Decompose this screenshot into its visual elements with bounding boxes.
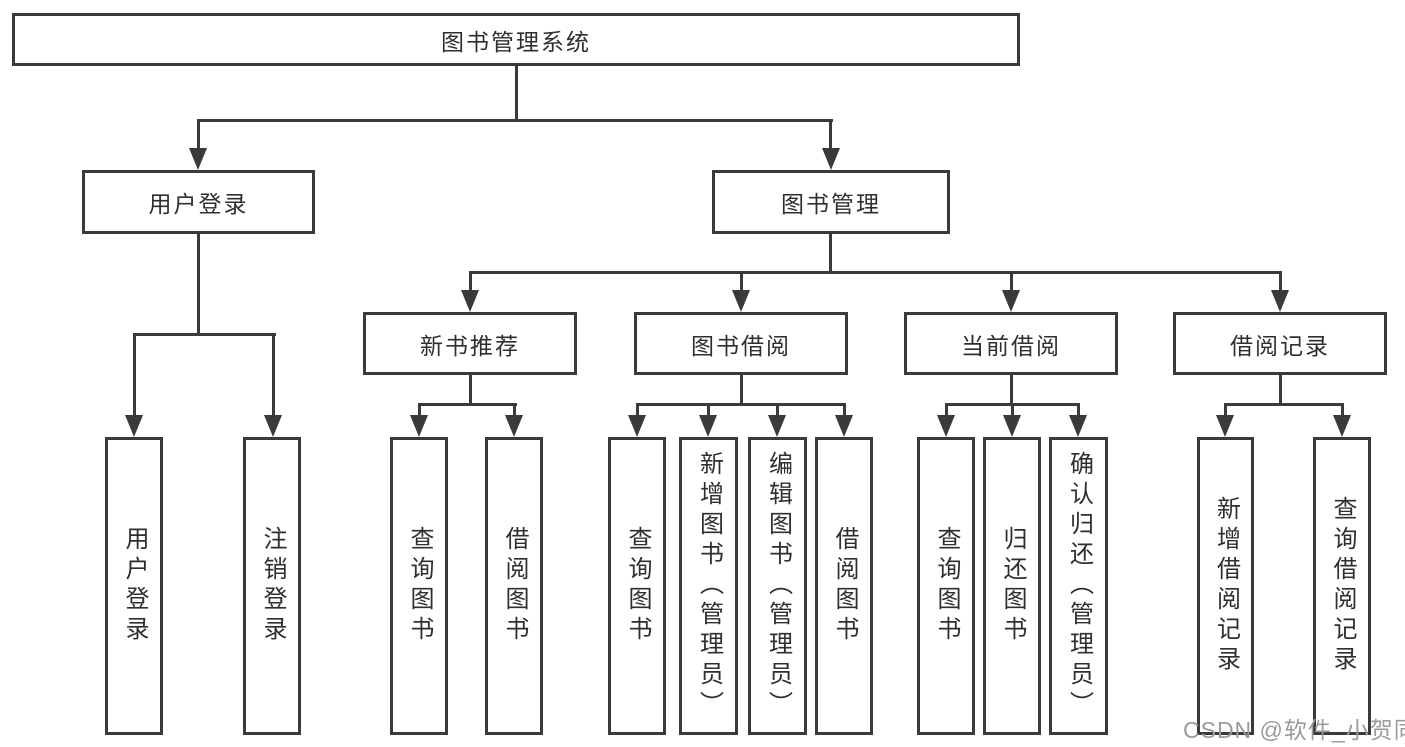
leaf-confirm-return-admin: 确认归还（管理员） [1049,437,1108,735]
connector-new-book-stem [469,375,472,406]
node-book-borrowing: 图书借阅 [634,312,848,375]
arrow-down-icon [189,148,207,170]
arrow-down-icon [264,415,282,437]
connector-leaf-drop [272,333,275,417]
arrow-down-icon [505,415,523,437]
connector-current-borrow-stem [1010,375,1013,406]
arrow-down-icon [699,415,717,437]
connector-root-rail [197,119,833,122]
connector-book-borrow-rail [636,403,846,406]
connector-book-borrow-stem [740,375,743,406]
node-library-management-system: 图书管理系统 [12,13,1020,66]
arrow-down-icon [1002,290,1020,312]
connector-leaf-drop [945,403,948,417]
connector-book-mgmt-drop [829,119,832,150]
connector-leaf-drop [707,403,710,417]
connector-book-mgmt-rail [469,271,1282,274]
leaf-add-book-admin: 新增图书（管理员） [679,437,738,735]
connector-l3-drop [469,271,472,292]
connector-borrow-records-stem [1279,375,1282,406]
connector-leaf-drop [1077,403,1080,417]
connector-l3-drop [1279,271,1282,292]
csdn-watermark: CSDN @软件_小贺同学 [1183,717,1405,743]
arrow-down-icon [937,415,955,437]
connector-leaf-drop [513,403,516,417]
leaf-query-books: 查询图书 [917,437,975,735]
arrow-down-icon [1271,290,1289,312]
leaf-query-books: 查询图书 [390,437,448,735]
leaf-borrow-books: 借阅图书 [815,437,873,735]
connector-leaf-drop [1341,403,1344,417]
connector-user-login-rail [133,333,276,336]
arrow-down-icon [835,415,853,437]
connector-book-mgmt-stem [829,234,832,274]
arrow-down-icon [1003,415,1021,437]
arrow-down-icon [461,290,479,312]
node-user-login: 用户登录 [82,170,315,234]
arrow-down-icon [1333,415,1351,437]
arrow-down-icon [768,415,786,437]
connector-leaf-drop [776,403,779,417]
leaf-edit-book-admin: 编辑图书（管理员） [748,437,807,735]
arrow-down-icon [732,290,750,312]
arrow-down-icon [125,415,143,437]
connector-borrow-records-rail [1224,403,1344,406]
connector-leaf-drop [133,333,136,417]
connector-new-book-rail [418,403,517,406]
node-book-management: 图书管理 [712,170,950,234]
node-current-borrowing: 当前借阅 [904,312,1118,375]
connector-leaf-drop [418,403,421,417]
connector-l3-drop [1010,271,1013,292]
connector-leaf-drop [1011,403,1014,417]
arrow-down-icon [1069,415,1087,437]
arrow-down-icon [628,415,646,437]
leaf-return-books: 归还图书 [983,437,1041,735]
connector-leaf-drop [843,403,846,417]
leaf-query-books: 查询图书 [608,437,666,735]
leaf-logout: 注销登录 [243,437,301,735]
connector-root-stem [515,64,518,121]
node-new-book-recommend: 新书推荐 [363,312,577,375]
connector-leaf-drop [636,403,639,417]
connector-user-login-drop [197,119,200,150]
arrow-down-icon [822,148,840,170]
leaf-query-borrow-record: 查询借阅记录 [1313,437,1371,735]
node-borrowing-records: 借阅记录 [1173,312,1387,375]
connector-user-login-stem [197,234,200,336]
connector-leaf-drop [1224,403,1227,417]
arrow-down-icon [410,415,428,437]
arrow-down-icon [1216,415,1234,437]
leaf-user-login: 用户登录 [105,437,163,735]
leaf-add-borrow-record: 新增借阅记录 [1197,437,1254,735]
leaf-borrow-books: 借阅图书 [485,437,543,735]
connector-l3-drop [740,271,743,292]
